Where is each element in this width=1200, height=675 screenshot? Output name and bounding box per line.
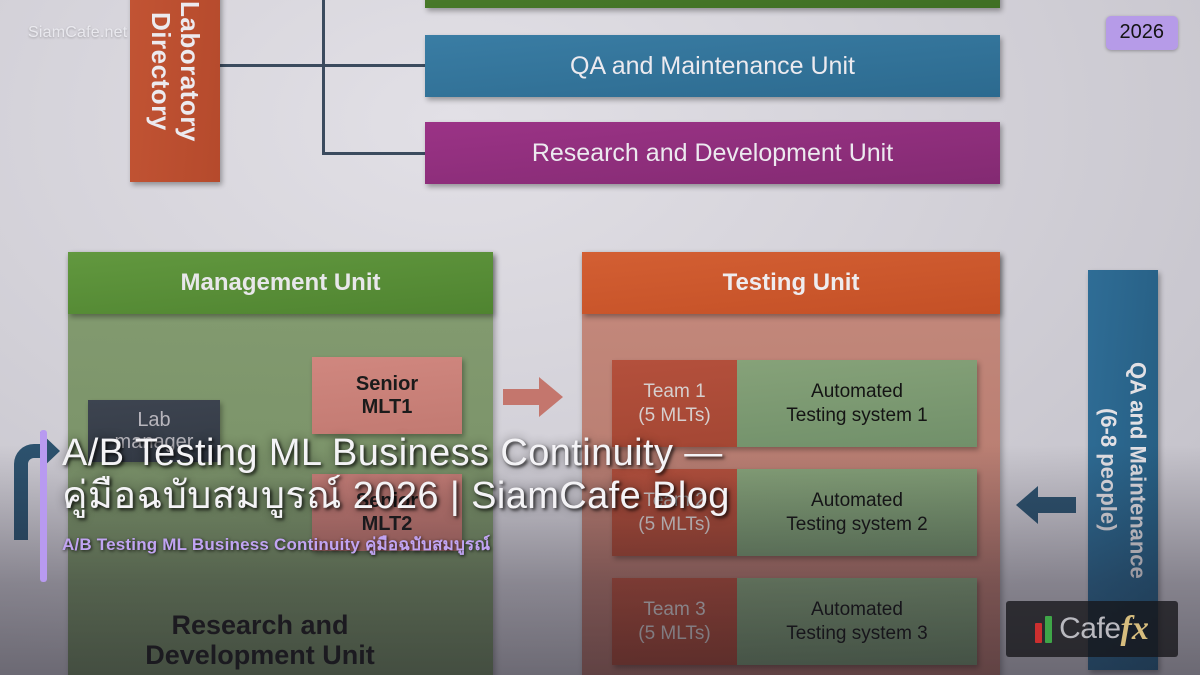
testing-unit-header: Testing Unit (582, 252, 1000, 314)
rd-unit-footer-text: Research and Development Unit (145, 609, 375, 670)
team-cell: Team 3 (5 MLTs) (612, 578, 737, 665)
testing-unit-title: Testing Unit (722, 269, 860, 296)
year-badge: 2026 (1105, 16, 1178, 50)
title-block: A/B Testing ML Business Continuity — คู่… (62, 432, 762, 558)
org-box-research-and-development-unit: Research and Development Unit (425, 122, 1000, 184)
management-unit-footer-label: Research and Development Unit (110, 605, 410, 675)
logo-fx-text: fx (1120, 610, 1149, 647)
org-box-top-green (425, 0, 1000, 8)
laboratory-directory-label: Laboratory Directory (146, 0, 206, 142)
node-senior-mlt1: Senior MLT1 (312, 357, 462, 434)
arrow-curved-right-icon (4, 428, 62, 545)
management-unit-title: Management Unit (180, 269, 381, 296)
table-row: Team 3 (5 MLTs) Automated Testing system… (612, 578, 977, 665)
cafefx-logo: Cafe fx (1006, 601, 1178, 657)
table-row: Team 1 (5 MLTs) Automated Testing system… (612, 360, 977, 447)
arrow-right-icon (503, 374, 565, 425)
connector-horizontal-qa (322, 64, 428, 67)
arrow-left-icon (1014, 484, 1076, 531)
title-accent-bar (40, 430, 47, 582)
automated-system-cell: Automated Testing system 1 (737, 360, 977, 447)
candlestick-bars-icon (1035, 615, 1053, 643)
org-box-qa-and-maintenance-unit: QA and Maintenance Unit (425, 35, 1000, 97)
page-title: A/B Testing ML Business Continuity — คู่… (62, 432, 730, 518)
senior-mlt1-label: Senior MLT1 (355, 373, 419, 418)
qa-maintenance-label: QA and Maintenance (6-8 people) (1096, 361, 1151, 579)
org-box-rd-label: Research and Development Unit (531, 139, 894, 167)
org-box-laboratory-directory: Laboratory Directory (130, 0, 220, 182)
connector-vertical-trunk (322, 0, 325, 155)
automated-system-cell: Automated Testing system 3 (737, 578, 977, 665)
page-subtitle: A/B Testing ML Business Continuity คู่มื… (62, 534, 491, 554)
team-cell: Team 1 (5 MLTs) (612, 360, 737, 447)
logo-cafe-text: Cafe (1059, 612, 1121, 645)
automated-system-cell: Automated Testing system 2 (737, 469, 977, 556)
management-unit-header: Management Unit (68, 252, 493, 314)
org-box-qa-label: QA and Maintenance Unit (570, 52, 855, 80)
site-watermark: SiamCafe.net (28, 24, 128, 41)
connector-horizontal-rd (322, 152, 428, 155)
